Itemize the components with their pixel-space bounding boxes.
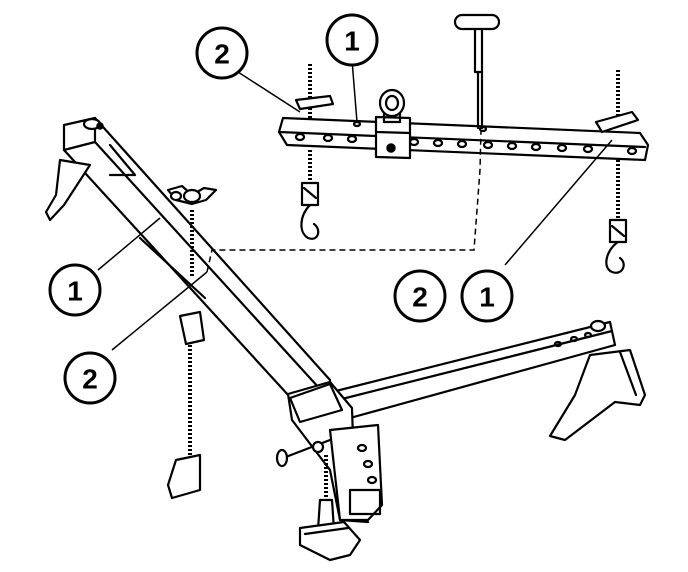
right-hook-rod bbox=[594, 70, 640, 274]
callout-2-left: 2 bbox=[63, 351, 117, 405]
lower-left-jack bbox=[166, 310, 206, 500]
center-lift-eye bbox=[374, 88, 412, 160]
t-handle-pin bbox=[453, 13, 501, 130]
svg-text:2: 2 bbox=[214, 39, 230, 70]
callout-leaders bbox=[97, 59, 613, 351]
svg-text:1: 1 bbox=[479, 282, 495, 313]
callout-2-top-left: 2 bbox=[195, 26, 249, 80]
svg-text:2: 2 bbox=[412, 282, 428, 313]
callout-1-right: 1 bbox=[460, 269, 514, 323]
lifting-beam-assembly bbox=[277, 13, 650, 274]
left-hook-rod bbox=[294, 64, 335, 240]
center-threaded-rod bbox=[166, 184, 218, 278]
support-frame bbox=[44, 116, 647, 562]
callout-1-top: 1 bbox=[325, 13, 379, 67]
callout-2-right: 2 bbox=[393, 269, 447, 323]
beam-adjustment-holes bbox=[294, 120, 638, 156]
svg-text:2: 2 bbox=[82, 364, 98, 395]
svg-text:1: 1 bbox=[67, 276, 83, 307]
callout-1-left: 1 bbox=[48, 263, 102, 317]
svg-text:1: 1 bbox=[344, 26, 360, 57]
